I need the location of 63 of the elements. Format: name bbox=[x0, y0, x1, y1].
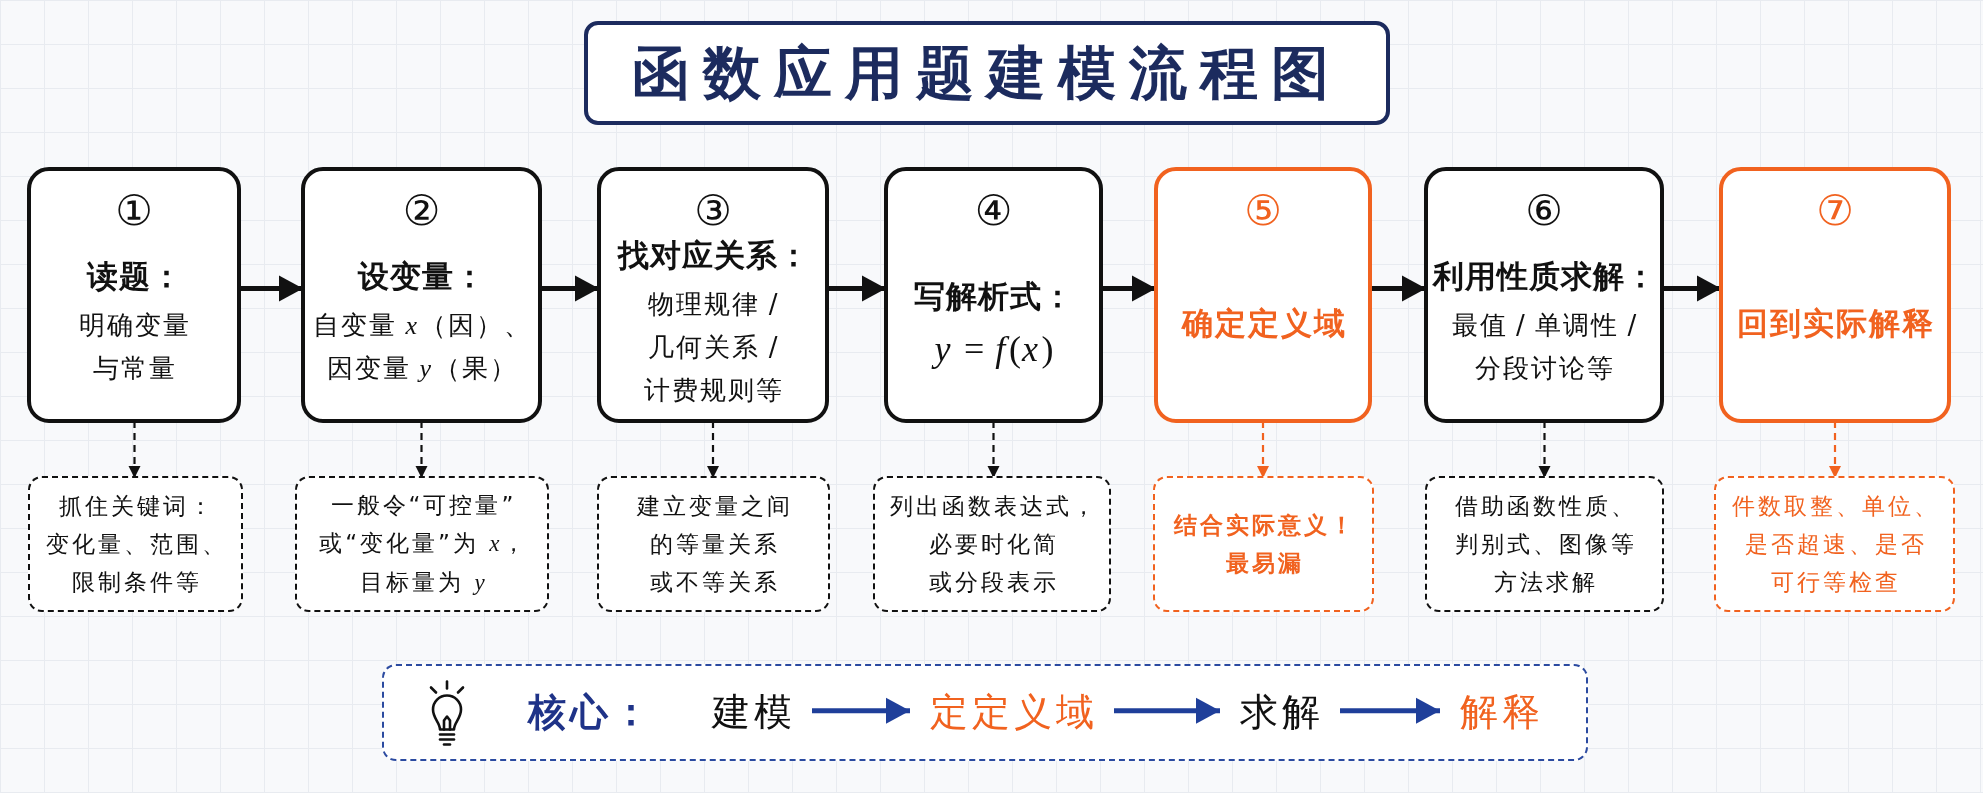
dashed-arrow bbox=[1257, 421, 1269, 478]
dashed-arrow bbox=[1538, 421, 1551, 478]
note-text: 件数取整、单位、是否超速、是否可行等检查 bbox=[1731, 492, 1940, 597]
flow-text: 定定义域 bbox=[908, 686, 1116, 738]
arrow bbox=[1340, 697, 1440, 724]
arrow bbox=[1662, 275, 1721, 302]
note-box bbox=[1425, 476, 1664, 612]
circled-number: ① bbox=[115, 187, 153, 235]
circled-number: ⑦ bbox=[1816, 187, 1854, 235]
step-box bbox=[301, 167, 542, 423]
dashed-arrow bbox=[1829, 421, 1841, 478]
formula: y = f(x) bbox=[932, 327, 1055, 371]
note-box bbox=[1153, 476, 1374, 612]
note-text: 列出函数表达式，必要时化简或分段表示 bbox=[888, 492, 1098, 597]
note-box bbox=[295, 476, 549, 612]
dashed-arrow bbox=[707, 421, 719, 478]
circled-number: ⑤ bbox=[1244, 187, 1282, 235]
arrow bbox=[239, 275, 303, 302]
step-heading: 找对应关系： bbox=[616, 235, 810, 275]
arrow bbox=[540, 275, 599, 302]
dashed-arrow bbox=[415, 421, 428, 478]
flow-text: 解释 bbox=[1438, 686, 1562, 738]
step-heading: 设变量： bbox=[357, 257, 486, 296]
circled-number: ⑥ bbox=[1525, 187, 1563, 235]
step-text: 物理规律 / 几何关系 / 计费规则等 bbox=[643, 287, 784, 407]
note-text: 借助函数性质、判别式、图像等方法求解 bbox=[1454, 492, 1637, 597]
flow-text: 建模 bbox=[690, 686, 814, 738]
note-box bbox=[597, 476, 830, 612]
arrow bbox=[1114, 697, 1220, 724]
title-banner: 函数应用题建模流程图 bbox=[584, 21, 1390, 125]
step-heading: 读题： bbox=[85, 257, 183, 296]
step-box bbox=[1719, 167, 1951, 423]
step-heading: 确定定义域 bbox=[1180, 304, 1347, 343]
step-box bbox=[27, 167, 241, 423]
step-heading: 利用性质求解： bbox=[1431, 257, 1657, 296]
note-text: 结合实际意义！最易漏 bbox=[1173, 511, 1356, 578]
note-box bbox=[1714, 476, 1955, 612]
arrow bbox=[1101, 275, 1156, 302]
note-text: 一般令“可控量”或“变化量”为 x，目标量为 y bbox=[318, 491, 528, 597]
arrow bbox=[827, 275, 886, 302]
step-heading: 回到实际解释 bbox=[1736, 304, 1935, 343]
circled-number: ③ bbox=[694, 187, 732, 235]
flow-text: 求解 bbox=[1218, 686, 1342, 738]
dashed-banner bbox=[382, 664, 1588, 761]
note-text: 建立变量之间的等量关系或不等关系 bbox=[636, 492, 793, 597]
step-box bbox=[884, 167, 1103, 423]
key-label: 核心： bbox=[528, 689, 654, 736]
circled-number: ② bbox=[402, 187, 441, 235]
note-box bbox=[873, 476, 1111, 612]
circled-number: ④ bbox=[974, 187, 1013, 235]
arrow bbox=[812, 697, 910, 724]
note-text: 抓住关键词：变化量、范围、限制条件等 bbox=[45, 492, 228, 597]
step-box bbox=[1424, 167, 1664, 423]
step-text: 自变量 x（因）、因变量 y（果） bbox=[312, 309, 532, 385]
step-text: 明确变量与常量 bbox=[78, 309, 191, 385]
step-box bbox=[597, 167, 829, 423]
note-box bbox=[28, 476, 243, 612]
step-heading: 写解析式： bbox=[913, 276, 1074, 316]
step-box bbox=[1154, 167, 1372, 423]
arrow bbox=[1370, 275, 1426, 302]
dashed-arrow bbox=[987, 421, 1000, 478]
dashed-arrow bbox=[128, 421, 141, 478]
step-text: 最值 / 单调性 / 分段讨论等 bbox=[1450, 309, 1639, 385]
